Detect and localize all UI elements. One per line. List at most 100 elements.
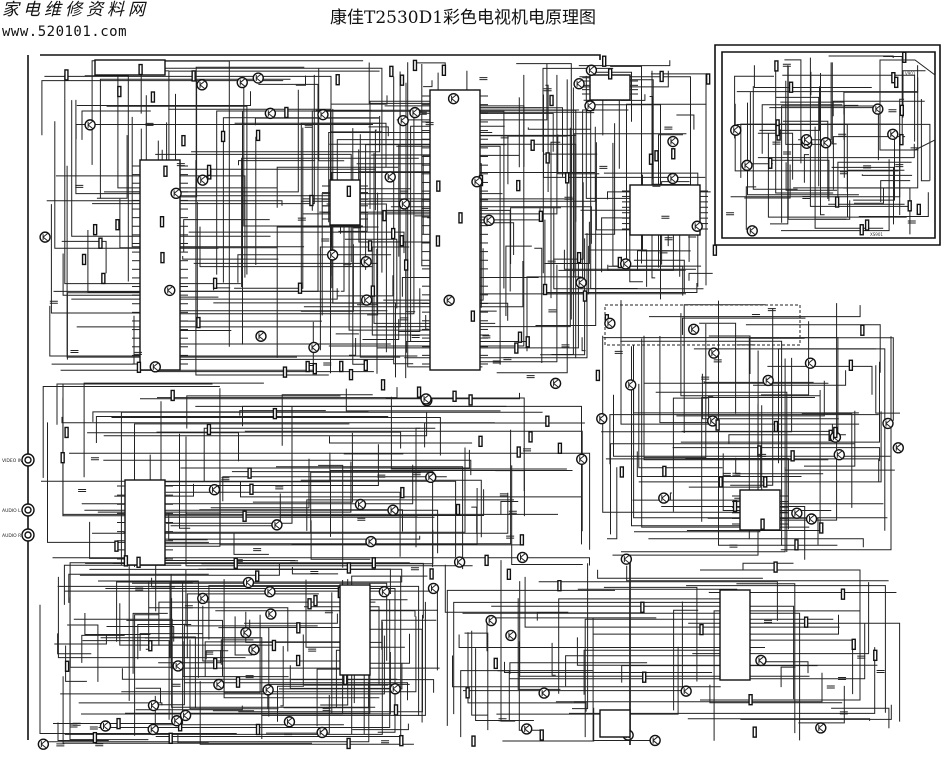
resistor [206, 164, 212, 177]
transistor-leads [363, 257, 370, 267]
transistor [585, 64, 598, 76]
jack-video-in[interactable]: VIDEO IN [2, 453, 35, 467]
transistor-leads [711, 348, 718, 358]
transistor [815, 722, 827, 734]
transistor-leads [381, 587, 388, 597]
transistor-leads [183, 711, 189, 720]
transistor [425, 471, 437, 484]
resistor [191, 70, 196, 82]
wire [780, 336, 892, 551]
capacitor [221, 477, 230, 481]
transistor-leads [652, 736, 659, 745]
transistor-leads [508, 631, 515, 640]
wire [734, 75, 774, 139]
resistor [435, 235, 441, 247]
wire [831, 166, 894, 225]
transistor-leads [268, 609, 275, 619]
wire [66, 165, 297, 358]
capacitor [614, 350, 623, 354]
resistor [455, 503, 461, 516]
wire [54, 121, 219, 249]
resistor [255, 570, 260, 582]
transistor [236, 76, 248, 89]
wire [99, 78, 291, 199]
wire [62, 676, 312, 744]
transistor [658, 492, 670, 504]
resistor [763, 476, 768, 488]
wire [100, 637, 263, 739]
wire [590, 94, 638, 289]
transistor [147, 699, 160, 712]
resistor [136, 556, 141, 569]
wire [602, 335, 788, 513]
wire [252, 432, 353, 503]
wire [57, 585, 420, 716]
transistor [170, 187, 182, 200]
capacitor [500, 135, 509, 139]
capacitor [324, 610, 333, 614]
transistor-leads [488, 616, 495, 625]
transistor [252, 72, 264, 84]
wire [349, 338, 357, 356]
wire [367, 192, 379, 316]
resistor [282, 366, 288, 378]
resistor [465, 687, 470, 699]
resistor [840, 588, 846, 600]
resistor [64, 660, 70, 672]
wire [518, 641, 541, 731]
wire [83, 382, 264, 478]
wire [195, 405, 582, 545]
wire [276, 226, 379, 358]
wire [49, 305, 418, 357]
transformer [719, 589, 751, 681]
transistor [147, 723, 159, 736]
wire [199, 226, 373, 268]
wire [119, 198, 278, 249]
jack-audio-l[interactable]: AUDIO L [2, 503, 35, 517]
transistor [271, 519, 283, 531]
resistor [117, 85, 122, 98]
resistor [170, 389, 175, 402]
wire [626, 565, 889, 582]
wire [53, 582, 184, 724]
wire [464, 632, 489, 731]
wire [681, 424, 833, 432]
transistor [730, 124, 742, 136]
transistor [516, 551, 529, 564]
wire [63, 564, 182, 605]
resistor [619, 466, 625, 478]
transistor [197, 592, 209, 605]
wire [632, 405, 763, 501]
wire [843, 187, 911, 235]
resistor [348, 368, 354, 381]
capacitor [508, 510, 517, 514]
capacitor [284, 733, 293, 737]
capacitor [701, 376, 710, 380]
capacitor [506, 535, 515, 539]
resistor [400, 486, 405, 499]
wire [52, 557, 590, 566]
resistor [595, 369, 601, 382]
components [37, 51, 921, 750]
wire [96, 135, 128, 199]
resistor [859, 224, 864, 236]
transistor [521, 723, 533, 735]
wire [770, 65, 789, 225]
resistor [468, 394, 473, 406]
resistor [98, 237, 103, 249]
wire [610, 443, 855, 535]
wire [165, 406, 293, 524]
wire [444, 564, 569, 613]
wire [589, 249, 648, 287]
wire [103, 412, 428, 437]
capacitor [205, 651, 214, 655]
resistor [296, 622, 301, 634]
jack-audio-r[interactable]: AUDIO R [2, 528, 35, 542]
transistor-leads [474, 177, 481, 187]
capacitor [526, 375, 535, 379]
wire [688, 450, 762, 488]
wire [683, 304, 766, 433]
transistor-leads [267, 587, 274, 597]
capacitor [90, 457, 99, 461]
resistor [346, 562, 352, 574]
